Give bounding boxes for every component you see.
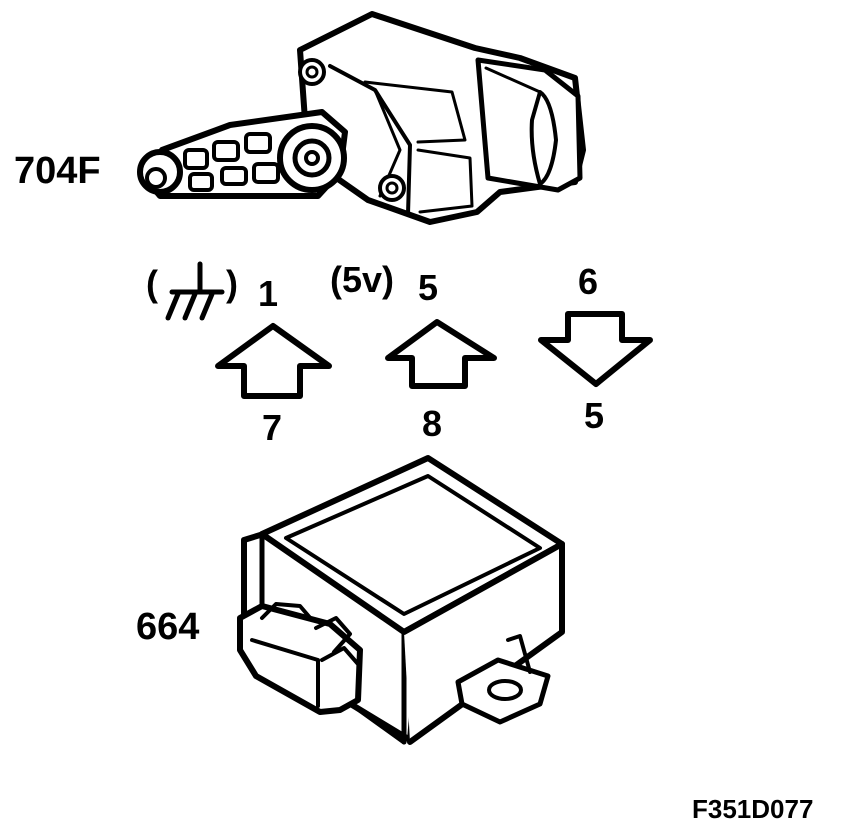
sensor-pin-6: 6: [578, 261, 599, 302]
ground-icon: [165, 261, 225, 321]
module-label: 664: [136, 606, 200, 648]
ground-note-close: ): [226, 263, 238, 304]
module-pin-8: 8: [422, 403, 443, 444]
ground-note-open: (: [146, 263, 158, 304]
voltage-note: (5v): [330, 259, 395, 300]
figure-code: F351D077: [692, 794, 814, 824]
control-module-drawing: [237, 455, 565, 745]
arrow-up-icon: [215, 323, 332, 399]
arrow-up-icon: [385, 319, 497, 389]
sensor-pin-1: 1: [258, 273, 279, 314]
module-pin-5: 5: [584, 395, 605, 436]
arrow-down-icon: [538, 311, 653, 387]
sensor-label: 704F: [14, 150, 101, 192]
height-sensor-drawing: [137, 11, 586, 225]
module-pin-7: 7: [262, 407, 283, 448]
sensor-pin-5: 5: [418, 267, 439, 308]
